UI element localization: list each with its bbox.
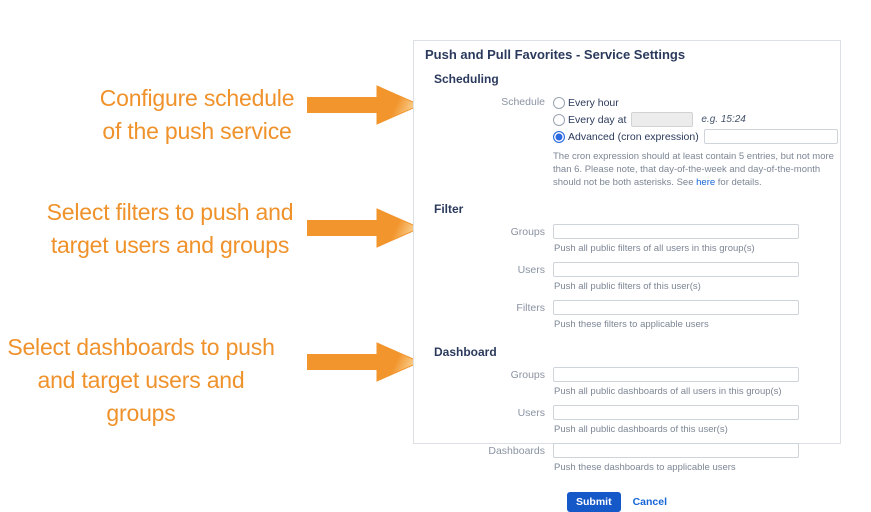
filter-users-input[interactable] xyxy=(553,262,799,277)
right-arrow-icon xyxy=(307,342,420,382)
annotation-filters-line1: Select filters to push and xyxy=(46,199,294,225)
dashboard-dashboards-label: Dashboards xyxy=(488,445,545,457)
filter-filters-help: Push these filters to applicable users xyxy=(554,319,709,330)
filter-users-label: Users xyxy=(517,264,545,276)
dashboard-groups-label: Groups xyxy=(510,369,545,381)
cron-details-link[interactable]: here xyxy=(696,177,716,188)
annotation-filters-line2: target users and groups xyxy=(50,232,290,258)
filter-groups-help: Push all public filters of all users in … xyxy=(554,243,755,254)
dashboard-dashboards-help: Push these dashboards to applicable user… xyxy=(554,462,736,473)
section-scheduling: Scheduling Schedule Every hour Every day… xyxy=(425,72,840,189)
annotation-dashboards-line2: and target users and groups xyxy=(37,367,245,426)
dashboard-dashboards-input[interactable] xyxy=(553,443,799,458)
radio-advanced-cron[interactable]: Advanced (cron expression) xyxy=(553,128,840,145)
dashboard-users-label: Users xyxy=(517,407,545,419)
filter-users-help: Push all public filters of this user(s) xyxy=(554,281,701,292)
cron-expression-input[interactable] xyxy=(703,129,838,144)
right-arrow-icon xyxy=(307,85,420,125)
radio-button-icon[interactable] xyxy=(553,130,565,143)
radio-every-day-at[interactable]: Every day at e.g. 15:24 xyxy=(553,111,840,128)
annotation-schedule-line1: Configure schedule xyxy=(99,85,295,111)
time-example-hint: e.g. 15:24 xyxy=(701,114,746,125)
filter-groups-input[interactable] xyxy=(553,224,799,239)
filter-groups-label: Groups xyxy=(510,226,545,238)
filter-filters-input[interactable] xyxy=(553,300,799,315)
dashboard-users-help: Push all public dashboards of this user(… xyxy=(554,424,728,435)
form-actions: Submit Cancel xyxy=(567,492,840,512)
dashboard-groups-input[interactable] xyxy=(553,367,799,382)
annotation-filters: Select filters to push and target users … xyxy=(30,196,310,262)
schedule-label: Schedule xyxy=(501,96,545,108)
section-filter: Filter Groups Push all public filters of… xyxy=(425,202,840,337)
right-arrow-icon xyxy=(307,208,420,248)
cancel-button[interactable]: Cancel xyxy=(632,496,668,508)
annotation-dashboards: Select dashboards to push and target use… xyxy=(0,331,282,430)
dashboard-groups-help: Push all public dashboards of all users … xyxy=(554,386,782,397)
scheduling-heading: Scheduling xyxy=(434,72,499,86)
annotation-schedule-line2: of the push service xyxy=(102,118,292,144)
page-title: Push and Pull Favorites - Service Settin… xyxy=(425,47,686,62)
submit-button[interactable]: Submit xyxy=(567,492,621,512)
dashboard-heading: Dashboard xyxy=(434,345,497,359)
filter-filters-label: Filters xyxy=(516,302,545,314)
radio-button-icon[interactable] xyxy=(553,113,565,126)
section-dashboard: Dashboard Groups Push all public dashboa… xyxy=(425,345,840,480)
service-settings-panel: Push and Pull Favorites - Service Settin… xyxy=(413,40,841,512)
radio-every-hour[interactable]: Every hour xyxy=(553,94,840,111)
filter-heading: Filter xyxy=(434,202,464,216)
annotation-schedule: Configure schedule of the push service xyxy=(62,82,332,148)
cron-note: The cron expression should at least cont… xyxy=(553,151,834,188)
dashboard-users-input[interactable] xyxy=(553,405,799,420)
radio-button-icon[interactable] xyxy=(553,96,565,109)
every-day-time-input[interactable] xyxy=(631,112,694,127)
annotation-dashboards-line1: Select dashboards to push xyxy=(7,334,275,360)
